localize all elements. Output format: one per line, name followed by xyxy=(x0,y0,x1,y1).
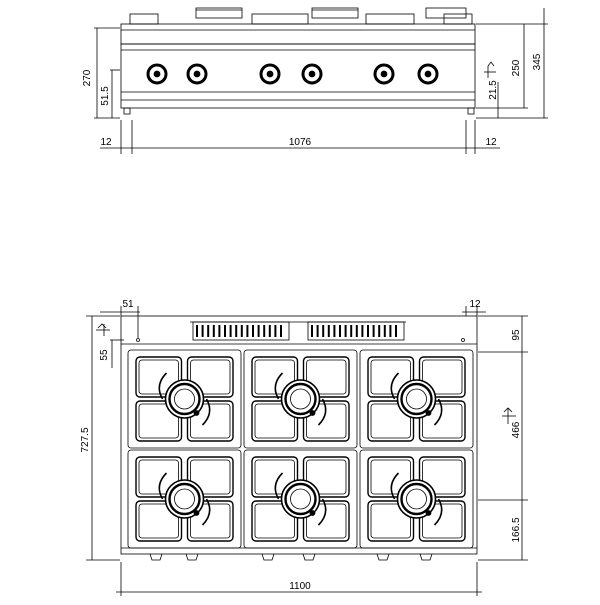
label-727-5: 727.5 xyxy=(80,427,91,452)
label-466: 466 xyxy=(511,421,522,438)
knob-1 xyxy=(146,63,168,85)
burner-3 xyxy=(359,349,474,449)
vent-grille-left xyxy=(192,321,290,341)
label-270: 270 xyxy=(82,69,93,86)
knob-6 xyxy=(417,63,439,85)
label-51-5: 51.5 xyxy=(100,86,111,106)
knob-5 xyxy=(373,63,395,85)
knob-row-top-view xyxy=(149,553,433,561)
label-12: 12 xyxy=(469,299,481,310)
front-control-panel xyxy=(120,43,476,109)
dim-line-51-5 xyxy=(110,69,120,118)
burner-2 xyxy=(243,349,358,449)
dim-line-bottom-top xyxy=(116,562,482,596)
dim-line-bottom-front xyxy=(100,120,500,154)
gas-connection-top-right xyxy=(502,407,516,424)
vent-grille-right xyxy=(307,321,405,341)
burner-5 xyxy=(243,449,358,549)
dim-line-right-front xyxy=(476,8,548,119)
label-95: 95 xyxy=(511,329,522,341)
pan-supports-front xyxy=(129,7,473,25)
label-166-5: 166.5 xyxy=(511,517,522,542)
label-250: 250 xyxy=(511,59,522,76)
dim-line-top xyxy=(100,306,486,338)
knob-3 xyxy=(259,63,281,85)
label-51: 51 xyxy=(122,299,134,310)
marker-left xyxy=(136,338,140,342)
label-21-5: 21.5 xyxy=(488,80,499,100)
top-body-outline xyxy=(120,315,478,555)
dim-line-right-top xyxy=(478,315,528,561)
dim-line-270 xyxy=(94,27,120,119)
front-top-plate xyxy=(120,23,476,45)
label-55: 55 xyxy=(99,349,110,361)
marker-right xyxy=(461,338,465,342)
label-1100: 1100 xyxy=(289,581,311,592)
front-view xyxy=(94,7,548,154)
burner-4 xyxy=(127,449,242,549)
burner-6 xyxy=(359,449,474,549)
label-345: 345 xyxy=(532,53,543,70)
front-foot-left xyxy=(123,107,131,115)
gas-connection-top-left xyxy=(96,323,110,336)
gas-connection-front xyxy=(484,61,496,78)
top-view xyxy=(86,306,528,596)
dim-line-left-top xyxy=(86,315,124,561)
label-left-12: 12 xyxy=(100,137,112,148)
burner-grid xyxy=(127,349,474,549)
burner-1 xyxy=(127,349,242,449)
knob-2 xyxy=(186,63,208,85)
label-1076: 1076 xyxy=(289,137,312,148)
label-right-12: 12 xyxy=(485,137,497,148)
knob-4 xyxy=(301,63,323,85)
front-foot-right xyxy=(467,107,475,115)
